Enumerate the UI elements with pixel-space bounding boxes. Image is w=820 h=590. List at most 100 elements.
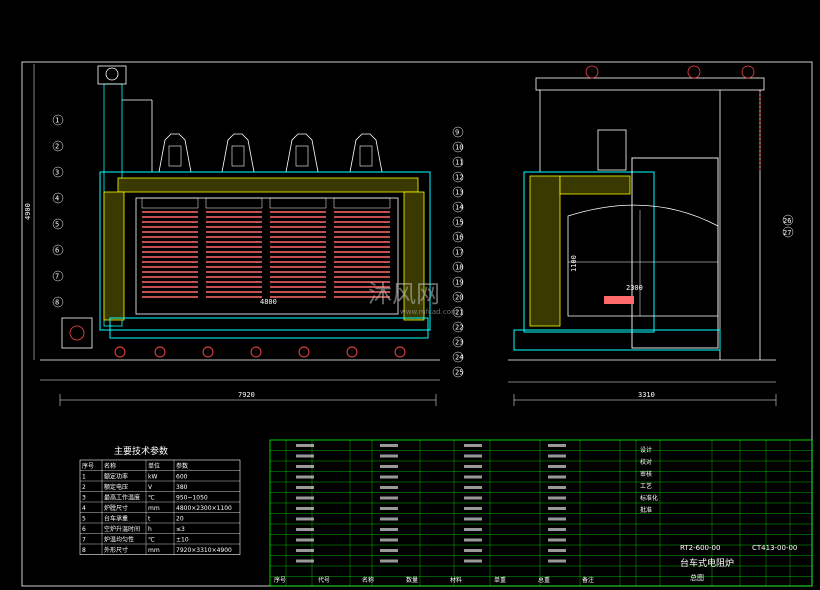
spec-cell: 4800×2300×1100 bbox=[176, 505, 232, 512]
stack-fan-wheel bbox=[105, 67, 119, 81]
callout-number: 7 bbox=[55, 273, 59, 281]
drive-motor bbox=[61, 317, 93, 349]
callout-bubble bbox=[452, 261, 464, 273]
bom-entry bbox=[380, 444, 398, 447]
fan-motor bbox=[168, 145, 182, 167]
callout-number: 11 bbox=[455, 159, 463, 167]
bom-column-header: 名称 bbox=[362, 576, 374, 584]
spec-cell: 额定功率 bbox=[104, 473, 128, 481]
heater-bracket bbox=[333, 197, 391, 209]
callout-bubble bbox=[452, 216, 464, 228]
drive-motor-shaft bbox=[69, 325, 85, 341]
trolley-wheel bbox=[250, 346, 262, 358]
insulation-top bbox=[117, 177, 419, 193]
fan-housing bbox=[221, 133, 255, 173]
furnace-shell bbox=[99, 171, 431, 331]
watermark-sub: www.mfcad.com bbox=[400, 308, 458, 316]
side-insulation-left bbox=[529, 175, 561, 327]
side-inner-dim: 2300 bbox=[626, 284, 643, 292]
spec-cell: 600 bbox=[176, 474, 188, 481]
callout-bubble bbox=[52, 218, 64, 230]
spec-cell: 2 bbox=[82, 484, 86, 491]
bom-frame bbox=[269, 439, 813, 587]
title-block: 序号代号名称数量材料单重总重备注设计校对审核工艺标准化批准 RT2-600-00… bbox=[269, 439, 813, 587]
spec-cell: 4 bbox=[82, 505, 86, 512]
callout-number: 10 bbox=[455, 144, 463, 152]
spec-cell: 380 bbox=[176, 484, 188, 491]
spec-cell: 7 bbox=[82, 537, 86, 544]
bom-column-header: 数量 bbox=[406, 576, 418, 584]
callout-27: 27 bbox=[783, 229, 791, 237]
spec-cell: V bbox=[148, 484, 153, 491]
callout-bubble bbox=[452, 336, 464, 348]
bom-entry bbox=[464, 538, 482, 542]
bom-entry bbox=[296, 549, 314, 552]
spec-cell: kW bbox=[148, 474, 157, 481]
furnace-chamber bbox=[135, 197, 399, 315]
trolley-wheel bbox=[114, 346, 126, 358]
height-dim-text: 4900 bbox=[24, 203, 32, 220]
bom-column-header: 序号 bbox=[274, 576, 286, 584]
side-trolley bbox=[513, 329, 721, 351]
bom-entry bbox=[464, 444, 482, 447]
trolley-car bbox=[109, 317, 429, 339]
heater-bracket bbox=[205, 197, 263, 209]
spec-cell: 炉温均匀性 bbox=[104, 536, 134, 544]
callout-number: 2 bbox=[55, 143, 59, 151]
bom-column-header: 单重 bbox=[494, 576, 506, 584]
bom-column-header: 备注 bbox=[582, 576, 594, 584]
spec-header-cell: 名称 bbox=[104, 462, 116, 470]
side-fan bbox=[597, 129, 627, 171]
bom-entry bbox=[296, 559, 314, 563]
spec-header-cell: 单位 bbox=[148, 462, 160, 470]
spec-cell: t bbox=[148, 516, 151, 523]
approval-label: 设计 bbox=[640, 446, 652, 454]
insulation-left bbox=[103, 191, 125, 321]
spec-table-title: 主要技术参数 bbox=[114, 445, 168, 457]
approval-label: 标准化 bbox=[640, 494, 658, 502]
bom-entry bbox=[296, 475, 314, 479]
bom-entry bbox=[548, 444, 566, 447]
fan-motor bbox=[359, 145, 373, 167]
callout-bubble bbox=[52, 114, 64, 126]
callout-bubble bbox=[452, 186, 464, 198]
callout-bubble bbox=[452, 306, 464, 318]
spec-cell: 5 bbox=[82, 516, 86, 523]
bom-entry bbox=[296, 454, 314, 458]
callout-bubble bbox=[52, 270, 64, 282]
insulation-right bbox=[403, 191, 425, 321]
bom-entry bbox=[296, 507, 314, 510]
callout-number: 5 bbox=[55, 221, 59, 229]
approval-label: 批准 bbox=[640, 506, 652, 514]
heater-bracket bbox=[269, 197, 327, 209]
fan-housing bbox=[349, 133, 383, 173]
spec-cell: mm bbox=[148, 505, 160, 512]
callout-number: 23 bbox=[455, 339, 463, 347]
bom-entry bbox=[464, 559, 482, 563]
callout-number: 17 bbox=[455, 249, 463, 257]
top-fans bbox=[158, 133, 383, 173]
callout-number: 22 bbox=[455, 324, 463, 332]
side-shell bbox=[523, 171, 655, 333]
side-chamber-dim: 1100 bbox=[570, 255, 578, 272]
spec-cell: 炉膛尺寸 bbox=[104, 504, 128, 512]
fan-motor bbox=[295, 145, 309, 167]
bom-column-header: 材料 bbox=[450, 576, 462, 584]
bom-entry bbox=[548, 538, 566, 542]
door-arch bbox=[567, 204, 719, 317]
callout-bubble-27 bbox=[782, 226, 794, 238]
lifting-frame bbox=[535, 77, 765, 91]
spec-cell: h bbox=[148, 526, 152, 533]
bom-entry bbox=[380, 475, 398, 479]
bom-entry bbox=[380, 549, 398, 552]
callout-bubble bbox=[452, 291, 464, 303]
pulley-2 bbox=[687, 65, 701, 79]
callout-bubble-26 bbox=[782, 214, 794, 226]
spec-cell: 8 bbox=[82, 547, 86, 554]
trolley-wheels bbox=[114, 346, 406, 358]
bom-entry bbox=[548, 465, 566, 468]
spec-cell: 额定电压 bbox=[104, 483, 128, 491]
drawing-border bbox=[21, 61, 813, 587]
front-view: 4900 4800 7920 1234567891011121314151617… bbox=[24, 64, 463, 406]
callout-bubble bbox=[452, 201, 464, 213]
